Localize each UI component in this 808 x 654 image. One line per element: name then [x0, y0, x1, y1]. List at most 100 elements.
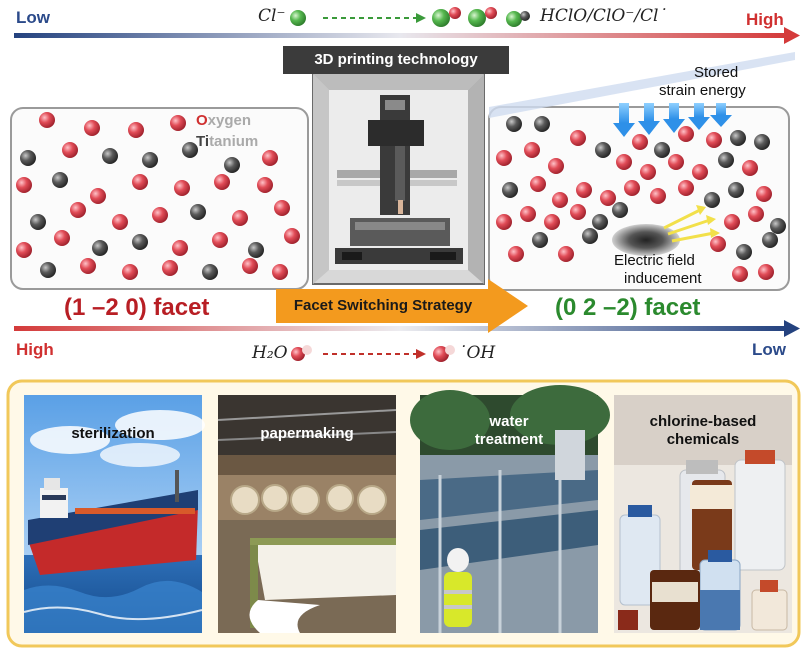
titanium-atom: [102, 148, 118, 164]
titanium-atom: [532, 232, 548, 248]
titanium-atom: [592, 214, 608, 230]
titanium-atom: [224, 157, 240, 173]
oxygen-atom: [640, 164, 656, 180]
hydroxyl-molecule: [433, 345, 455, 362]
top-scale-low-label: Low: [16, 8, 50, 27]
oxygen-atom: [552, 192, 568, 208]
oxygen-atom: [174, 180, 190, 196]
hydroxyl-label: ˙OH: [458, 343, 496, 363]
oxygen-atom: [508, 246, 524, 262]
oxygen-atom: [544, 214, 560, 230]
facet-strategy-label: Facet Switching Strategy: [293, 297, 473, 314]
oxygen-atom: [496, 214, 512, 230]
field-label-line1: Electric field: [614, 252, 695, 269]
strain-label-line1: Stored: [694, 64, 739, 81]
oxygen-atom: [272, 264, 288, 280]
oxygen-atom: [90, 188, 106, 204]
top-dashed-arrow: [323, 13, 426, 23]
facet-switching-arrow: [276, 279, 528, 333]
field-label-line2: inducement: [624, 270, 702, 287]
oxygen-atom: [748, 206, 764, 222]
oxygen-atom: [576, 182, 592, 198]
titanium-atom: [582, 228, 598, 244]
oxygen-atom: [16, 177, 32, 193]
printer-title: 3D printing technology: [314, 51, 478, 68]
oxygen-atom: [212, 232, 228, 248]
oxygen-atom: [262, 150, 278, 166]
oxygen-atom: [520, 206, 536, 222]
titanium-atom: [52, 172, 68, 188]
oxygen-atom: [242, 258, 258, 274]
right-facet-label: (0 2 –2) facet: [555, 294, 701, 321]
titanium-atom: [595, 142, 611, 158]
oxygen-atom: [232, 210, 248, 226]
oxygen-atom: [558, 246, 574, 262]
oxygen-atom: [756, 186, 772, 202]
app-label-line2: chemicals: [666, 431, 740, 448]
app-label-line1: papermaking: [260, 425, 354, 442]
titanium-atom: [612, 202, 628, 218]
titanium-atom: [502, 182, 518, 198]
titanium-atom: [132, 234, 148, 250]
oxygen-atom: [214, 174, 230, 190]
water-label: H₂O: [252, 343, 288, 363]
sterilization-image: [23, 395, 205, 633]
titanium-atom: [248, 242, 264, 258]
oxygen-atom: [632, 134, 648, 150]
bottom-scale-low-label: Low: [752, 340, 786, 359]
titanium-atom: [92, 240, 108, 256]
app-sterilization: sterilization: [24, 425, 202, 443]
oxygen-atom: [274, 200, 290, 216]
oxygen-atom: [678, 180, 694, 196]
bottom-dashed-arrow: [323, 349, 426, 359]
oxygen-atom: [70, 202, 86, 218]
oxygen-atom: [257, 177, 273, 193]
oxygen-atom: [732, 266, 748, 282]
titanium-atom: [728, 182, 744, 198]
titanium-atom: [142, 152, 158, 168]
papermaking-image: [217, 395, 397, 633]
oxygen-atom: [742, 160, 758, 176]
app-label-line1: water: [489, 413, 529, 430]
oxygen-atom: [62, 142, 78, 158]
titanium-atom: [506, 116, 522, 132]
titanium-atom: [736, 244, 752, 260]
oxygen-atom: [284, 228, 300, 244]
oxygen-atom: [128, 122, 144, 138]
applications-frame: [6, 379, 801, 648]
oxygen-atom: [530, 176, 546, 192]
legend-oxygen-rest: xygen: [207, 112, 252, 129]
oxygen-atom: [616, 154, 632, 170]
electric-field-vacancy: [612, 205, 720, 256]
app-water-treatment: water treatment: [420, 413, 598, 449]
oxygen-atom: [112, 214, 128, 230]
oxygen-atom: [524, 142, 540, 158]
oxygen-atom: [600, 190, 616, 206]
3d-printer-illustration: [312, 73, 485, 285]
titanium-atom: [40, 262, 56, 278]
app-papermaking: papermaking: [218, 425, 396, 443]
oxygen-atom: [710, 236, 726, 252]
oxygen-atom: [706, 132, 722, 148]
app-label-line1: sterilization: [71, 425, 155, 442]
oxygen-atom: [152, 207, 168, 223]
legend-titanium-rest: tanium: [209, 133, 259, 150]
titanium-atom: [762, 232, 778, 248]
top-scale-high-label: High: [746, 10, 784, 29]
titanium-atom: [30, 214, 46, 230]
chloride-label: Cl⁻: [258, 6, 286, 26]
left-facet-label: (1 –2 0) facet: [64, 294, 210, 321]
app-label-line2: treatment: [474, 431, 544, 448]
oxygen-atom: [650, 188, 666, 204]
chlorine-chemicals-image: [614, 395, 792, 633]
oxygen-atom: [758, 264, 774, 280]
oxygen-atom: [570, 130, 586, 146]
titanium-atom: [534, 116, 550, 132]
oxygen-atom: [548, 158, 564, 174]
legend-oxygen-initial: O: [196, 112, 208, 129]
titanium-atom: [754, 134, 770, 150]
chloride-molecule: [290, 10, 306, 26]
titanium-atom: [182, 142, 198, 158]
oxygen-atom: [162, 260, 178, 276]
